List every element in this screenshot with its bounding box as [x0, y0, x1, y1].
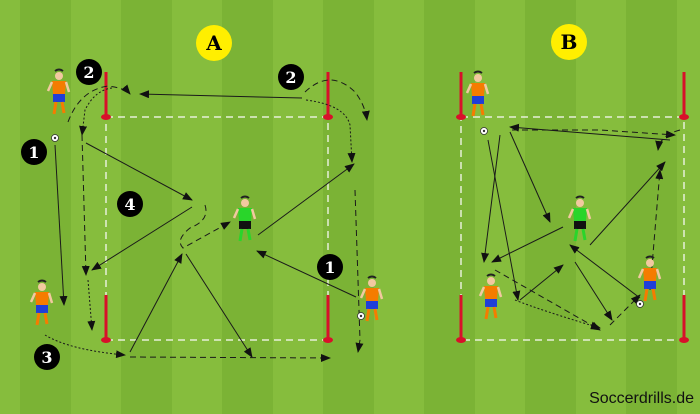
pole [101, 295, 111, 343]
player [29, 279, 54, 326]
pass-arrow [85, 142, 193, 201]
player [465, 70, 490, 135]
pass-arrow [589, 161, 666, 246]
player [636, 255, 662, 308]
pass-arrow [185, 253, 253, 358]
grass-stripe [626, 0, 677, 414]
ball-icon [51, 134, 59, 142]
pole [679, 72, 689, 120]
dribble-arrow [44, 334, 126, 359]
pole [456, 295, 466, 343]
poles [101, 72, 689, 343]
pass-arrow [574, 261, 613, 321]
ball-icon [357, 312, 365, 320]
drill-label-a: A [196, 25, 232, 61]
svg-text:2: 2 [83, 63, 94, 82]
square-a [105, 116, 329, 341]
pole [679, 295, 689, 343]
run-arrow [354, 189, 364, 353]
ball-icon [480, 127, 488, 135]
svg-text:B: B [561, 30, 578, 54]
player [567, 195, 592, 242]
pole [323, 72, 333, 120]
grass-stripe [525, 0, 576, 414]
player [357, 275, 384, 322]
pass-arrow [129, 253, 183, 353]
dribble-arrow [305, 99, 356, 163]
pass-arrow [519, 264, 564, 301]
svg-text:A: A [205, 31, 222, 55]
dribble-arrow [79, 87, 113, 136]
pass-arrow [54, 144, 68, 306]
svg-text:1: 1 [324, 258, 335, 277]
pole [101, 72, 111, 120]
dribble-arrow [514, 299, 601, 330]
step-badge: 4 [117, 191, 143, 217]
grass-stripe [424, 0, 475, 414]
run-arrow [179, 204, 231, 249]
pass-arrow [487, 139, 521, 301]
pass-arrow [257, 163, 355, 236]
pole [323, 295, 333, 343]
run-arrow [609, 294, 641, 326]
run-arrow [129, 353, 331, 362]
player [478, 273, 503, 320]
drill-a-arrows [44, 79, 370, 362]
players [29, 68, 662, 326]
run-arrow [655, 129, 681, 151]
ball-icon [636, 300, 644, 308]
pass-arrow [256, 250, 357, 298]
grid-lines [105, 116, 685, 341]
drill-label-b: B [551, 24, 587, 60]
pass-arrow [491, 226, 564, 263]
pass-arrow [569, 244, 641, 299]
step-badge: 2 [278, 64, 304, 90]
grass-stripe [222, 0, 273, 414]
dribble-arrow [87, 279, 96, 331]
svg-text:4: 4 [124, 195, 135, 214]
player [46, 68, 71, 142]
pass-arrow [509, 131, 551, 223]
step-badges: 2 2 1 4 1 3 A B [21, 24, 587, 370]
pass-arrow [509, 123, 671, 141]
pass-arrow [91, 206, 193, 271]
pole [456, 72, 466, 120]
run-arrow [67, 84, 131, 123]
run-arrow [494, 269, 601, 331]
svg-text:3: 3 [41, 348, 52, 367]
step-badge: 1 [317, 254, 343, 280]
grass-stripe [323, 0, 374, 414]
watermark: Soccerdrills.de [589, 390, 694, 407]
step-badge: 1 [21, 139, 47, 165]
square-b [460, 116, 685, 341]
player [232, 195, 257, 242]
run-arrow [81, 134, 90, 276]
step-badge: 3 [34, 344, 60, 370]
svg-text:1: 1 [28, 143, 39, 162]
pass-arrow [139, 90, 303, 99]
pass-arrow [481, 134, 501, 263]
step-badge: 2 [76, 59, 102, 85]
svg-text:2: 2 [285, 68, 296, 87]
